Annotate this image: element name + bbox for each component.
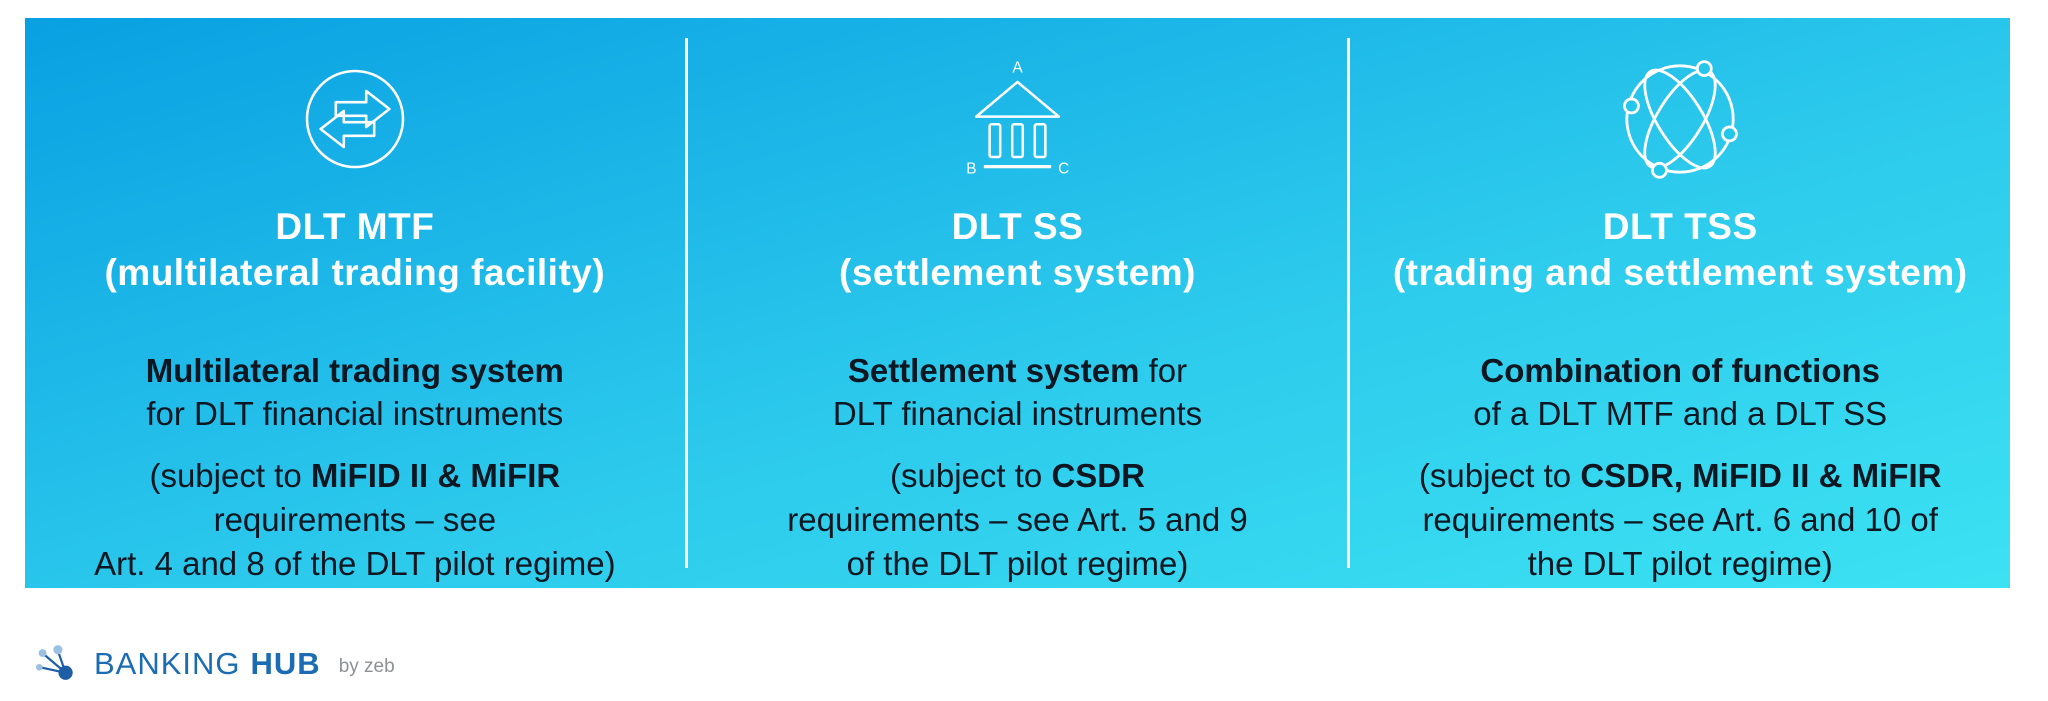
note-line3-text: Art. 4 and 8 of the DLT pilot regime) (94, 545, 616, 582)
bank-label-b: B (966, 160, 976, 177)
column-intro-dlt-tss: Combination of functions of a DLT MTF and… (1473, 349, 1887, 437)
column-divider-2 (1347, 38, 1351, 568)
network-node-icon (36, 645, 82, 683)
title-line: DLT MTF (275, 206, 435, 247)
column-title-dlt-mtf: DLT MTF (multilateral trading facility) (104, 204, 605, 297)
intro-rest-text: for (1139, 351, 1188, 389)
brand-secondary-text: HUB (250, 646, 321, 681)
note-bold-text: CSDR, MiFID II & MiFIR (1580, 457, 1942, 495)
dlt-pilot-regime-panel: DLT MTF (multilateral trading facility) M… (25, 18, 2010, 588)
subtitle-line: (trading and settlement system) (1392, 252, 1968, 294)
swap-arrows-icon (299, 44, 411, 194)
intro-line2-text: DLT financial instruments (832, 395, 1203, 433)
intro-line2-text: for DLT financial instruments (146, 395, 564, 433)
column-title-dlt-ss: DLT SS (settlement system) (839, 204, 1196, 297)
note-line2-text: requirements – see Art. 6 and 10 of (1422, 501, 1938, 539)
bank-columns-icon: A B C (945, 44, 1090, 194)
column-title-dlt-tss: DLT TSS (trading and settlement system) (1393, 204, 1968, 297)
column-dlt-ss: A B C DLT SS (settlement system) Settleme… (688, 18, 1348, 588)
title-line: DLT TSS (1602, 206, 1758, 247)
note-prefix-text: (subject to (890, 457, 1052, 495)
column-note-dlt-mtf: (subject to MiFID II & MiFIR requirements… (94, 454, 616, 586)
note-bold-text: MiFID II & MiFIR (310, 457, 561, 495)
globe-network-icon (1610, 44, 1750, 194)
note-line2-text: requirements – see (213, 501, 497, 539)
note-prefix-text: (subject to (149, 457, 311, 495)
title-line: DLT SS (951, 206, 1084, 247)
subtitle-line: (multilateral trading facility) (104, 252, 606, 294)
bank-label-a: A (1012, 59, 1023, 76)
subtitle-line: (settlement system) (839, 252, 1197, 294)
column-intro-dlt-mtf: Multilateral trading system for DLT finan… (146, 349, 564, 437)
note-bold-text: CSDR (1051, 457, 1145, 495)
intro-bold-text: Multilateral trading system (145, 351, 564, 389)
banking-hub-logo: BANKING HUB by zeb (36, 642, 395, 686)
note-line2-text: requirements – see Art. 5 and 9 (787, 501, 1248, 539)
column-divider-1 (684, 38, 688, 568)
intro-bold-text: Combination of functions (1480, 351, 1880, 389)
intro-bold-text: Settlement system (847, 351, 1140, 389)
brand-wordmark: BANKING HUB (94, 646, 321, 682)
note-line3-text: of the DLT pilot regime) (846, 545, 1189, 582)
column-note-dlt-ss: (subject to CSDR requirements – see Art. … (787, 454, 1247, 586)
intro-line2-text: of a DLT MTF and a DLT SS (1473, 395, 1888, 433)
note-prefix-text: (subject to (1418, 457, 1581, 495)
note-line3-text: the DLT pilot regime) (1527, 545, 1833, 582)
brand-primary-text: BANKING (94, 646, 241, 681)
bank-label-c: C (1058, 160, 1069, 177)
brand-byline: by zeb (338, 656, 395, 677)
column-note-dlt-tss: (subject to CSDR, MiFID II & MiFIR requir… (1419, 454, 1942, 586)
column-dlt-mtf: DLT MTF (multilateral trading facility) M… (25, 18, 685, 588)
column-dlt-tss: DLT TSS (trading and settlement system) C… (1350, 18, 2010, 588)
